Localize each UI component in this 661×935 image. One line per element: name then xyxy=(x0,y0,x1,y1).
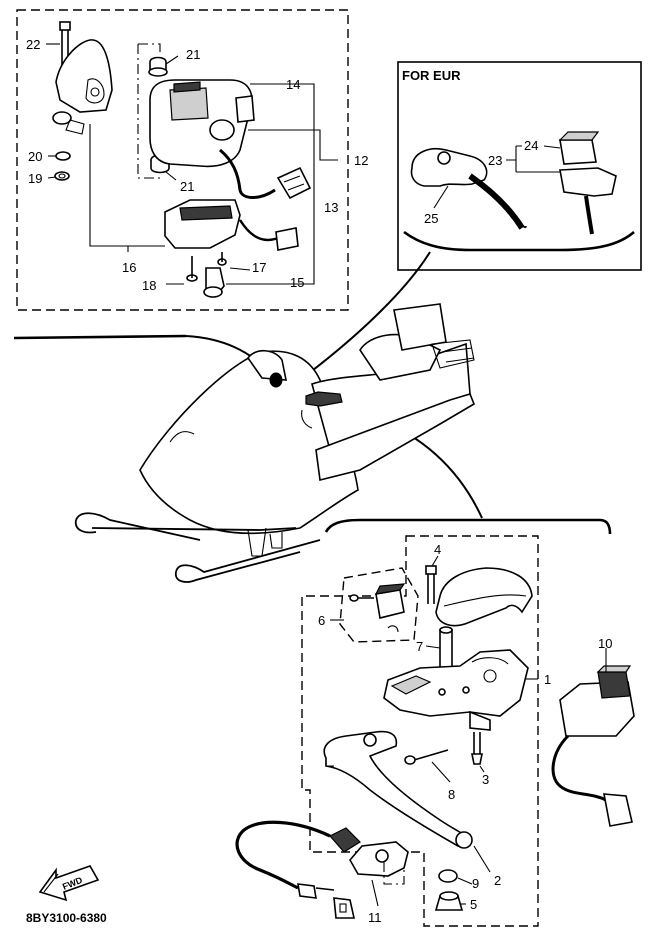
callout-7: 7 xyxy=(416,639,423,654)
callout-11: 11 xyxy=(368,910,382,925)
lever-cover xyxy=(435,567,533,627)
leader-to-eur xyxy=(299,251,431,381)
callout-2: 2 xyxy=(494,873,501,888)
top-group-bracket xyxy=(13,334,187,340)
callout-17: 17 xyxy=(252,260,266,275)
callout-1: 1 xyxy=(544,672,551,687)
washer-20 xyxy=(55,151,71,161)
nut-19 xyxy=(54,171,70,181)
callout-6: 6 xyxy=(318,613,325,628)
switch-23 xyxy=(559,167,617,235)
screw-8 xyxy=(404,749,449,765)
callout-10: 10 xyxy=(598,636,612,651)
callout-3: 3 xyxy=(482,772,489,787)
callout-24: 24 xyxy=(524,138,538,153)
fwd-arrow-badge: FWD xyxy=(38,865,100,902)
relay-10 xyxy=(551,665,635,827)
eur-box-frame xyxy=(397,61,642,271)
throttle-switch-16 xyxy=(164,199,299,251)
throttle-bracket xyxy=(55,39,113,113)
eur-variant-box: FOR EUR 24 23 25 xyxy=(397,61,642,271)
group-12-dashed-frame xyxy=(16,9,349,311)
callout-8: 8 xyxy=(448,787,455,802)
callout-13: 13 xyxy=(324,200,338,215)
callout-14: 14 xyxy=(286,77,300,92)
brake-location-marker xyxy=(305,391,343,407)
bolt-4 xyxy=(425,565,437,604)
callout-21-bottom: 21 xyxy=(180,179,194,194)
callout-12: 12 xyxy=(354,153,368,168)
group-1-dashed-frame xyxy=(301,535,539,927)
callout-4: 4 xyxy=(434,542,441,557)
callout-15: 15 xyxy=(290,275,304,290)
callout-25: 25 xyxy=(424,211,438,226)
nut-5 xyxy=(434,891,464,911)
eur-box-title: FOR EUR xyxy=(402,68,461,83)
lever-holder xyxy=(383,649,529,717)
bottom-group-bracket xyxy=(324,518,612,535)
grommet-21-top xyxy=(148,56,168,77)
pin-7 xyxy=(439,626,453,671)
bolt-15 xyxy=(203,267,225,298)
throttle-case-14 xyxy=(149,79,312,200)
snowmobile-illustration xyxy=(74,303,475,583)
switch-cap-24 xyxy=(558,131,600,165)
throttle-lever-25 xyxy=(410,148,527,230)
brake-lever-2 xyxy=(323,730,473,849)
throttle-case-group: 22 20 19 21 21 14 13 12 16 17 18 15 xyxy=(16,9,368,311)
callout-9: 9 xyxy=(472,876,479,891)
brake-switch-11 xyxy=(235,820,409,919)
callout-16: 16 xyxy=(122,260,136,275)
callout-18: 18 xyxy=(142,278,156,293)
bolt-3 xyxy=(471,732,483,765)
callout-20: 20 xyxy=(28,149,42,164)
callout-22: 22 xyxy=(26,37,40,52)
diagram-code: 8BY3100-6380 xyxy=(26,911,107,925)
screw-18 xyxy=(186,256,198,282)
callout-19: 19 xyxy=(28,171,42,186)
throttle-location-marker xyxy=(269,372,283,388)
callout-5: 5 xyxy=(470,897,477,912)
callout-23: 23 xyxy=(488,153,502,168)
washer-9 xyxy=(438,869,458,883)
switch-knob-6 xyxy=(349,583,406,633)
callout-21-top: 21 xyxy=(186,47,200,62)
screw-17 xyxy=(217,252,227,266)
group-6-dashed-frame xyxy=(339,567,419,643)
brake-lever-group: 4 6 7 1 10 3 8 2 9 5 11 xyxy=(235,535,635,927)
